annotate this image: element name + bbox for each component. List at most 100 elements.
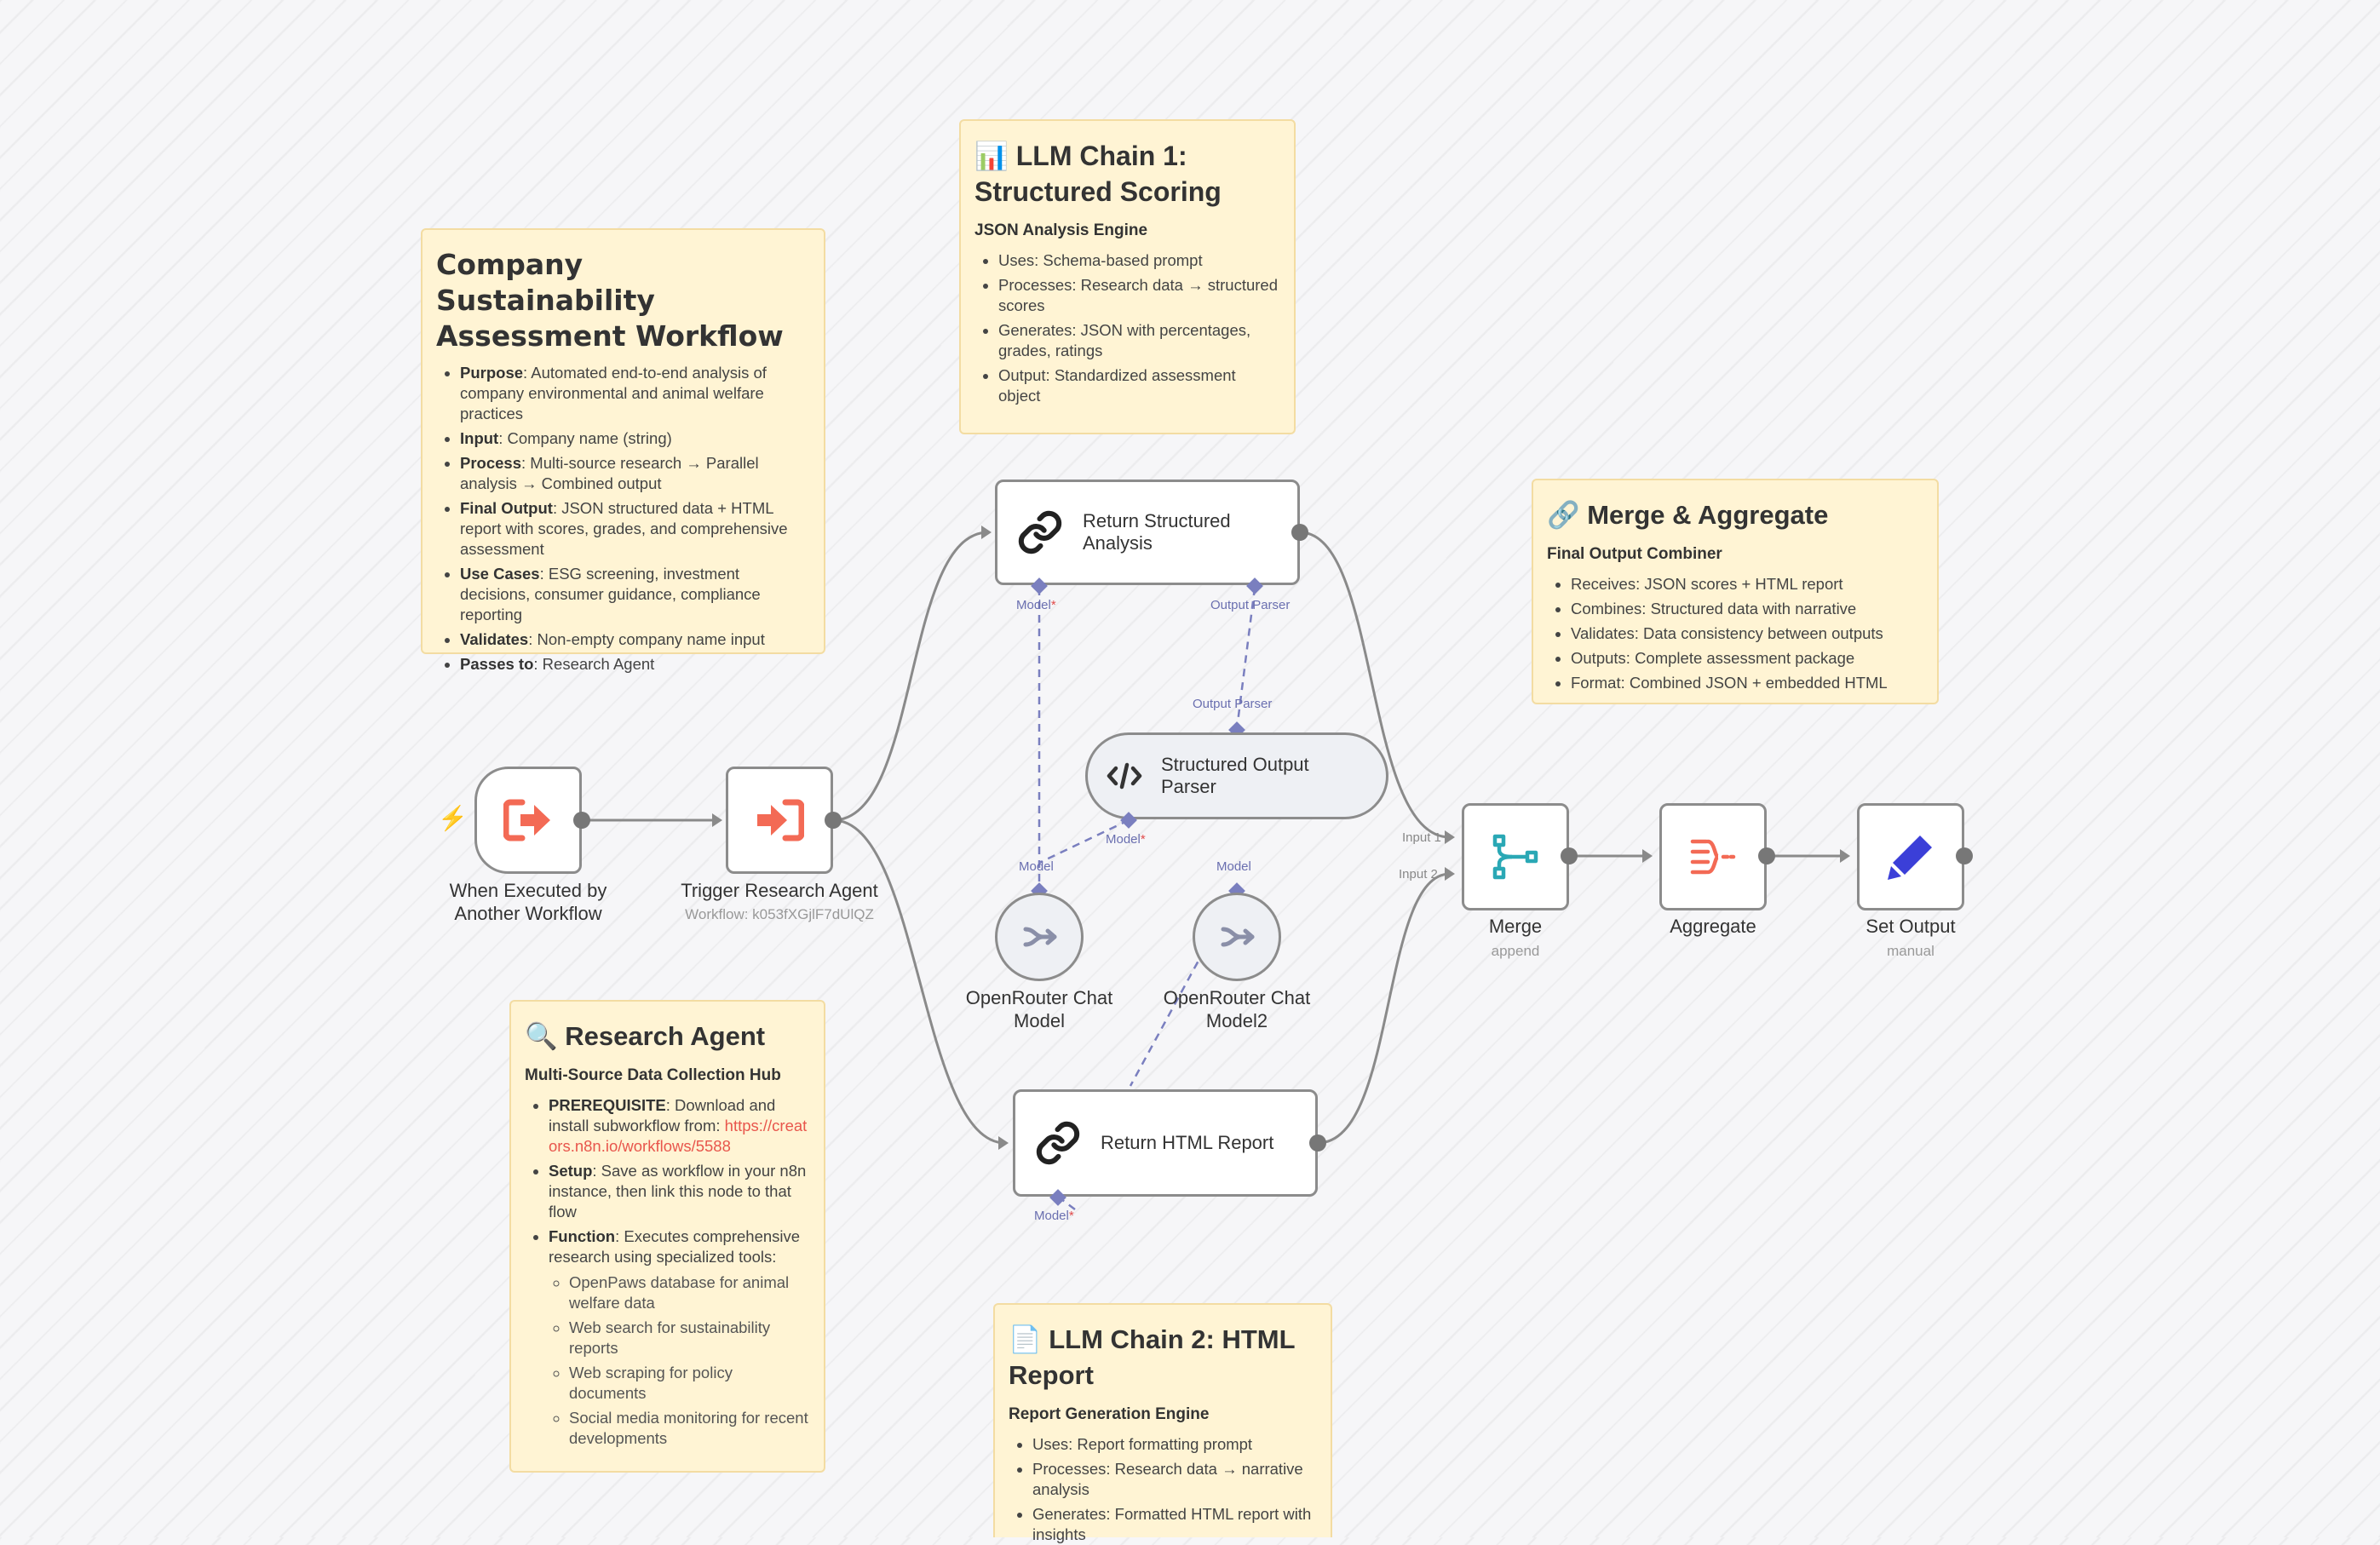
node-sublabel: manual	[1887, 943, 1934, 959]
wire-structured-to-merge[interactable]	[1299, 531, 1451, 839]
list-item: Processes: Research data → structured sc…	[998, 275, 1280, 316]
subworkflow-link[interactable]: https://creators.n8n.io/workflows/5588	[549, 1117, 808, 1155]
node-return-structured-analysis[interactable]: Return Structured Analysis	[995, 480, 1300, 585]
node-return-html-report[interactable]: Return HTML Report	[1013, 1089, 1318, 1197]
list-item: Process: Multi-source research → Paralle…	[460, 453, 810, 494]
wire-html-to-merge[interactable]	[1317, 872, 1451, 1145]
enter-arrow-icon	[728, 769, 831, 871]
note-workflow-overview[interactable]: Company Sustainability Assessment Workfl…	[421, 228, 825, 673]
aggregate-icon	[1662, 806, 1764, 908]
note-llm-chain-1[interactable]: 📊 LLM Chain 1: Structured Scoring JSON A…	[959, 119, 1296, 434]
list-item: Generates: Formatted HTML report with in…	[1032, 1504, 1317, 1545]
list-item: Use Cases: ESG screening, investment dec…	[460, 564, 810, 625]
note-workflow-list: Purpose: Automated end-to-end analysis o…	[436, 363, 810, 675]
list-item: Setup: Save as workflow in your n8n inst…	[549, 1161, 810, 1222]
node-merge[interactable]	[1462, 803, 1569, 910]
note-chain2-title: 📄 LLM Chain 2: HTML Report	[1009, 1324, 1295, 1390]
node-label: OpenRouter Chat Model	[965, 987, 1113, 1031]
list-item: Purpose: Automated end-to-end analysis o…	[460, 363, 810, 424]
node-label: Return Structured Analysis	[1083, 510, 1231, 554]
input-2-label: Input 2	[1399, 867, 1438, 882]
code-icon	[1107, 761, 1142, 791]
port-label-output-parser: Output Parser	[1210, 598, 1291, 612]
list-item: Input: Company name (string)	[460, 428, 810, 449]
list-item: PREREQUISITE: Download and install subwo…	[549, 1095, 810, 1157]
note-research-title: 🔍 Research Agent	[525, 1021, 766, 1052]
wire-agent-to-structured[interactable]	[832, 531, 989, 822]
note-research-subtitle: Multi-Source Data Collection Hub	[525, 1066, 781, 1084]
list-item: Validates: Non-empty company name input	[460, 629, 810, 650]
trigger-bolt-icon: ⚡	[438, 805, 468, 831]
output-port[interactable]	[573, 812, 590, 829]
list-item: Generates: JSON with percentages, grades…	[998, 320, 1280, 361]
bar-chart-icon: 📊	[974, 140, 1009, 172]
list-item: Web scraping for policy documents	[569, 1363, 810, 1404]
node-label: OpenRouter Chat Model2	[1163, 987, 1311, 1031]
list-item: Final Output: JSON structured data + HTM…	[460, 498, 810, 560]
port-label-model: Model*	[1106, 832, 1146, 847]
list-item: Uses: Report formatting prompt	[1032, 1434, 1317, 1455]
list-item: Format: Combined JSON + embedded HTML	[1571, 673, 1923, 693]
node-label: When Executed by Another Workflow	[449, 880, 607, 924]
list-item: Combines: Structured data with narrative	[1571, 599, 1923, 619]
chain-link-icon	[1016, 508, 1064, 556]
note-workflow-title: Company Sustainability Assessment Workfl…	[436, 248, 784, 353]
note-research-agent[interactable]: 🔍 Research Agent Multi-Source Data Colle…	[509, 1000, 825, 1473]
note-llm-chain-2[interactable]: 📄 LLM Chain 2: HTML Report Report Genera…	[993, 1303, 1332, 1543]
note-merge-subtitle: Final Output Combiner	[1547, 545, 1722, 563]
list-item: Outputs: Complete assessment package	[1571, 648, 1923, 669]
node-set-output[interactable]	[1857, 803, 1964, 910]
node-openrouter-chat-model[interactable]	[995, 893, 1084, 981]
node-label: Return HTML Report	[1101, 1132, 1274, 1153]
output-port[interactable]	[1291, 524, 1308, 541]
link-icon: 🔗	[1547, 500, 1580, 531]
exit-arrow-icon	[477, 769, 579, 871]
list-item: Processes: Research data → narrative ana…	[1032, 1459, 1317, 1500]
note-chain2-subtitle: Report Generation Engine	[1009, 1405, 1210, 1423]
document-icon: 📄	[1009, 1324, 1042, 1355]
output-port[interactable]	[1956, 847, 1973, 864]
node-label: Structured Output Parser	[1161, 754, 1309, 797]
node-execute-workflow-trigger[interactable]	[474, 767, 582, 874]
list-item: Web search for sustainability reports	[569, 1318, 810, 1358]
node-label: Aggregate	[1670, 916, 1756, 937]
node-sublabel: append	[1491, 943, 1540, 959]
node-label: Trigger Research Agent	[681, 880, 878, 901]
node-sublabel: Workflow: k053fXGjlF7dUlQZ	[685, 906, 874, 922]
list-item: Social media monitoring for recent devel…	[569, 1408, 810, 1449]
wire-agent-to-html[interactable]	[832, 818, 1006, 1145]
note-merge-aggregate[interactable]: 🔗 Merge & Aggregate Final Output Combine…	[1532, 479, 1939, 704]
port-label-model: Model	[1019, 859, 1054, 874]
merge-icon	[1464, 806, 1567, 908]
node-structured-output-parser[interactable]: Structured Output Parser	[1085, 732, 1388, 819]
port-label-output-parser: Output Parser	[1193, 697, 1273, 711]
node-openrouter-chat-model-2[interactable]	[1193, 893, 1281, 981]
dashed-parser-model	[1038, 818, 1130, 864]
list-item: Uses: Schema-based prompt	[998, 250, 1280, 271]
list-item: Function: Executes comprehensive researc…	[549, 1226, 810, 1449]
note-chain1-subtitle: JSON Analysis Engine	[974, 221, 1148, 239]
list-item: Validates: Data consistency between outp…	[1571, 623, 1923, 644]
list-item: Receives: JSON scores + HTML report	[1571, 574, 1923, 594]
chain-link-icon	[1034, 1119, 1082, 1167]
output-port[interactable]	[1561, 847, 1578, 864]
output-port[interactable]	[1309, 1134, 1326, 1152]
node-trigger-research-agent[interactable]	[726, 767, 833, 874]
input-1-label: Input 1	[1402, 830, 1441, 845]
port-label-model: Model*	[1034, 1209, 1074, 1223]
note-merge-title: 🔗 Merge & Aggregate	[1547, 500, 1829, 531]
port-label-model: Model*	[1016, 598, 1056, 612]
output-port[interactable]	[825, 812, 842, 829]
magnifier-icon: 🔍	[525, 1021, 558, 1052]
list-item: OpenPaws database for animal welfare dat…	[569, 1272, 810, 1313]
node-aggregate[interactable]	[1659, 803, 1767, 910]
openrouter-icon	[1195, 895, 1279, 979]
output-port[interactable]	[1758, 847, 1775, 864]
node-label: Set Output	[1865, 916, 1956, 937]
dashed-structured-parser	[1235, 587, 1256, 730]
pencil-icon	[1860, 806, 1962, 908]
dashed-chat2-html	[1129, 889, 1239, 1087]
list-item: Output: Standardized assessment object	[998, 365, 1280, 406]
